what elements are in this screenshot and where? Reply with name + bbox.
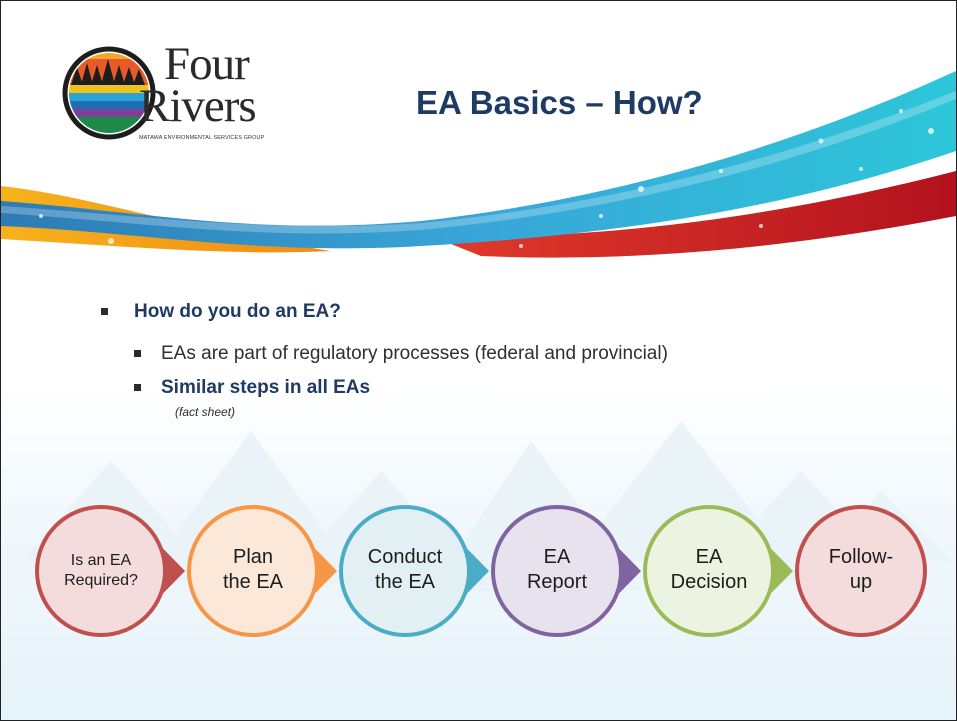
process-step-circle-5 [643, 505, 775, 637]
process-step-3 [339, 505, 489, 637]
slide-title: EA Basics – How? [416, 84, 703, 121]
bullet-level2-text: EAs are part of regulatory processes (fe… [161, 343, 668, 364]
fact-sheet-note: (fact sheet) [175, 405, 236, 419]
process-step-circle-4 [491, 505, 623, 637]
process-step-6 [795, 505, 927, 637]
process-step-2 [187, 505, 337, 637]
process-step-label-6: Follow-up [801, 545, 921, 595]
bullet-marker-icon [134, 350, 141, 357]
bullet-level2: EAs are part of regulatory processes (fe… [101, 343, 921, 365]
process-step-4 [491, 505, 641, 637]
process-step-line1: Conduct [367, 546, 443, 568]
bullet-level2-text: Similar steps in all EAs [161, 377, 371, 398]
process-step-line2: Decision [670, 571, 748, 593]
logo-emblem-icon [62, 46, 156, 140]
process-step-1 [35, 505, 185, 637]
bullet-marker-icon [134, 384, 141, 391]
process-step-line1: EA [543, 546, 571, 568]
logo-tagline: MATAWA ENVIRONMENTAL SERVICES GROUP [139, 135, 265, 141]
process-step-line2: Report [526, 571, 588, 593]
process-step-circle-6 [795, 505, 927, 637]
process-step-line1: Is an EA [70, 552, 132, 569]
process-step-label-5: EA Decision [649, 545, 769, 595]
decorative-waves [1, 71, 956, 258]
process-step-circle-2 [187, 505, 319, 637]
bullet-list: How do you do an EA? EAs are part of reg… [101, 301, 921, 419]
logo-word-rivers: Rivers [139, 80, 257, 132]
process-step-label-3: Conduct the EA [345, 545, 465, 595]
logo-word-four: Four [164, 38, 250, 90]
process-step-line2: the EA [374, 571, 436, 593]
process-step-line1: EA [695, 546, 723, 568]
process-step-line2: the EA [222, 571, 284, 593]
bullet-level1: How do you do an EA? [101, 301, 921, 331]
bullet-level1-text: How do you do an EA? [134, 301, 341, 322]
process-step-label-4: EA Report [497, 545, 617, 595]
process-step-line2: Required? [64, 572, 138, 589]
process-step-circle-3 [339, 505, 471, 637]
process-step-line1: Follow- [828, 546, 894, 568]
process-step-label-2: Plan the EA [193, 545, 313, 595]
bullet-level2: Similar steps in all EAs [101, 377, 921, 399]
process-step-line1: Plan [232, 546, 274, 568]
process-step-circle-1 [35, 505, 167, 637]
process-step-line2: up [849, 571, 873, 593]
process-step-5 [643, 505, 793, 637]
process-step-label-1: Is an EA Required? [41, 551, 161, 591]
bullet-marker-icon [101, 308, 108, 315]
four-rivers-logo: Four Rivers MATAWA ENVIRONMENTAL SERVICE… [61, 37, 321, 177]
